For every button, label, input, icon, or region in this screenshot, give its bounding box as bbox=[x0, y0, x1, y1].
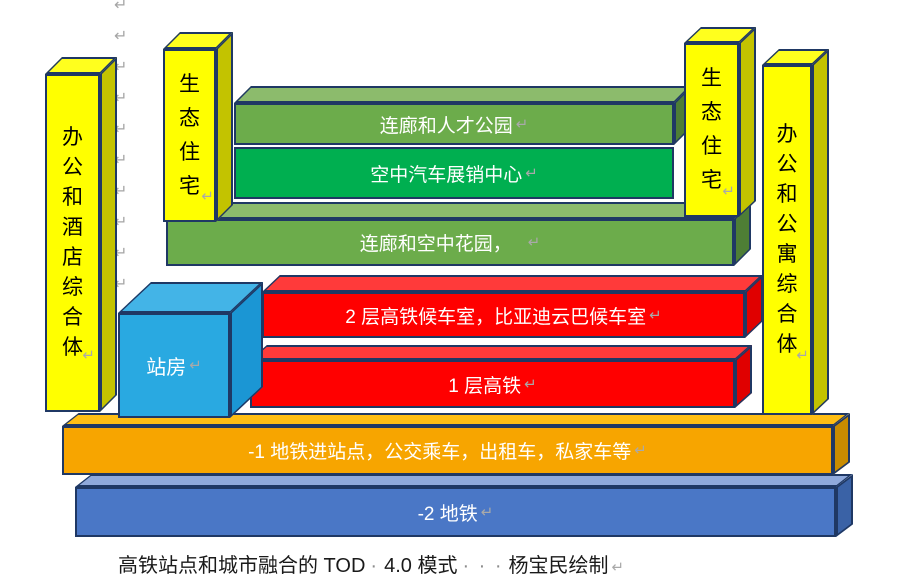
pillar-right-eco-housing: 生态住宅 ↵ bbox=[684, 26, 756, 217]
caption-text-right: 杨宝民绘制 bbox=[508, 555, 609, 577]
paragraph-mark: ↵ bbox=[114, 152, 128, 169]
paragraph-mark: ↵ bbox=[114, 0, 128, 14]
caption-text-left: 高铁站点和城市融合的 TOD bbox=[118, 555, 366, 577]
bar-sky-garden-front-face: 连廊和空中花园， ↵ bbox=[166, 219, 734, 266]
cube-station-house-front-face: 站房↵ bbox=[118, 313, 230, 418]
bar-talent-park: 连廊和人才公园↵ bbox=[234, 86, 691, 145]
pillar-left-eco-housing-label: 生态住宅 bbox=[179, 72, 200, 198]
paragraph-mark: ↵ bbox=[114, 28, 128, 45]
paragraph-mark: ↵ bbox=[114, 59, 128, 76]
pillar-left-office-hotel-side-face bbox=[100, 57, 117, 412]
bar-sky-garden-label: 连廊和空中花园， bbox=[359, 234, 512, 255]
bar-rail-level2-front-face: 2 层高铁候车室，比亚迪云巴候车室↵ bbox=[262, 292, 745, 338]
space-dot: · bbox=[370, 555, 380, 577]
bar-metro-minus2-side-face bbox=[836, 474, 853, 537]
pillar-left-office-hotel-front-face: 办公和酒店综合体 ↵ bbox=[45, 74, 100, 412]
paragraph-mark: ↵ bbox=[796, 347, 809, 364]
paragraph-marks-column: ↵ ↵ ↵ ↵ ↵ ↵ ↵ ↵ ↵ ↵ bbox=[114, 0, 127, 300]
paragraph-mark: ↵ bbox=[634, 442, 647, 459]
bar-rail-level1-label: 1 层高铁 bbox=[448, 375, 522, 397]
paragraph-mark: ↵ bbox=[114, 121, 128, 138]
space-dots: · · · bbox=[462, 555, 504, 577]
bar-talent-park-top-face bbox=[234, 86, 691, 103]
bar-metro-minus2-front-face: -2 地铁↵ bbox=[75, 487, 836, 537]
paragraph-mark: ↵ bbox=[649, 306, 662, 324]
bar-auto-expo-front-face: 空中汽车展销中心↵ bbox=[234, 147, 674, 199]
pillar-right-office-apartment-front-face: 办公和公寓综合体 ↵ bbox=[762, 65, 812, 415]
bar-rail-level1: 1 层高铁↵ bbox=[250, 344, 752, 408]
pillar-right-office-apartment: 办公和公寓综合体 ↵ bbox=[762, 48, 829, 415]
cube-station-house: 站房↵ bbox=[118, 282, 264, 418]
paragraph-mark: ↵ bbox=[114, 276, 128, 293]
paragraph-mark: ↵ bbox=[114, 183, 128, 200]
pillar-left-eco-housing-side-face bbox=[216, 32, 233, 222]
pillar-right-eco-housing-side-face bbox=[739, 26, 756, 217]
bar-rail-level1-front-face: 1 层高铁↵ bbox=[250, 360, 735, 408]
bar-metro-level-minus1: -1 地铁进站点，公交乘车，出租车，私家车等↵ bbox=[62, 413, 850, 475]
bar-rail-level2: 2 层高铁候车室，比亚迪云巴候车室↵ bbox=[262, 274, 763, 338]
pillar-right-eco-housing-label: 生态住宅 bbox=[701, 67, 722, 192]
paragraph-mark: ↵ bbox=[189, 357, 202, 374]
bar-talent-park-label: 连廊和人才公园 bbox=[379, 115, 513, 137]
paragraph-mark: ↵ bbox=[114, 245, 128, 262]
paragraph-mark: ↵ bbox=[201, 188, 214, 205]
pillar-left-eco-housing: 生态住宅 ↵ bbox=[163, 32, 233, 222]
pillar-right-office-apartment-side-face bbox=[812, 48, 829, 415]
paragraph-mark: ↵ bbox=[524, 375, 537, 393]
bar-sky-garden-top-face bbox=[166, 202, 751, 219]
pillar-right-eco-housing-front-face: 生态住宅 ↵ bbox=[684, 43, 739, 217]
pillar-left-office-hotel: 办公和酒店综合体 ↵ bbox=[45, 57, 117, 412]
pillar-left-eco-housing-front-face: 生态住宅 ↵ bbox=[163, 49, 216, 222]
caption: 高铁站点和城市融合的 TOD·4.0 模式· · ·杨宝民绘制↵ bbox=[118, 549, 624, 578]
paragraph-mark: ↵ bbox=[722, 183, 735, 200]
bar-metro-minus1-label: -1 地铁进站点，公交乘车，出租车，私家车等 bbox=[248, 442, 632, 463]
paragraph-mark: ↵ bbox=[82, 347, 95, 364]
bar-metro-minus1-side-face bbox=[833, 413, 850, 475]
paragraph-mark: ↵ bbox=[114, 214, 128, 231]
paragraph-mark: ↵ bbox=[525, 164, 538, 182]
pillar-right-office-apartment-label: 办公和公寓综合体 bbox=[776, 123, 798, 356]
bar-rail-level2-top-face bbox=[262, 275, 763, 292]
paragraph-mark: ↵ bbox=[114, 90, 128, 107]
bar-metro-minus2-top-face bbox=[75, 474, 853, 487]
cube-station-house-label: 站房 bbox=[146, 357, 187, 379]
paragraph-mark: ↵ bbox=[515, 115, 529, 133]
caption-text-mid: 4.0 模式 bbox=[384, 555, 458, 577]
bar-metro-minus1-front-face: -1 地铁进站点，公交乘车，出租车，私家车等↵ bbox=[62, 426, 833, 475]
bar-auto-expo: 空中汽车展销中心↵ bbox=[234, 147, 674, 199]
paragraph-mark: ↵ bbox=[611, 559, 625, 576]
bar-talent-park-front-face: 连廊和人才公园↵ bbox=[234, 103, 674, 145]
paragraph-mark: ↵ bbox=[527, 234, 541, 251]
paragraph-mark: ↵ bbox=[480, 503, 494, 521]
bar-sky-garden: 连廊和空中花园， ↵ bbox=[166, 202, 751, 266]
bar-rail-level1-top-face bbox=[250, 345, 752, 360]
bar-metro-level-minus2: -2 地铁↵ bbox=[75, 474, 853, 537]
pillar-left-office-hotel-label: 办公和酒店综合体 bbox=[62, 126, 83, 359]
bar-auto-expo-label: 空中汽车展销中心 bbox=[370, 164, 523, 186]
bar-metro-minus2-label: -2 地铁 bbox=[417, 503, 478, 525]
bar-rail-level2-label: 2 层高铁候车室，比亚迪云巴候车室 bbox=[345, 306, 647, 328]
